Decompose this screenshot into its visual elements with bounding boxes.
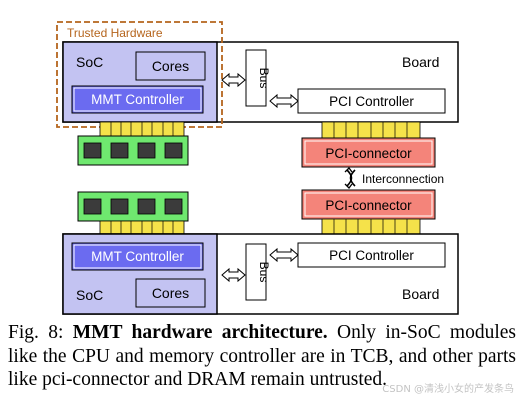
bottom-dram-pins — [99, 220, 185, 235]
bottom-dram-module — [77, 191, 189, 222]
top-dram-pins — [99, 121, 185, 137]
bottom-mmt-controller-label: MMT Controller — [91, 249, 184, 264]
dram-chip — [83, 142, 102, 159]
caption-fig-label: Fig. 8: — [8, 322, 64, 343]
top-mmt-controller-box — [71, 85, 204, 114]
top-mmt-controller-label: MMT Controller — [91, 92, 184, 107]
figure-caption: Fig. 8: MMT hardware architecture. Only … — [8, 321, 516, 392]
interconnection-icon — [346, 169, 353, 187]
dram-chip — [110, 142, 129, 159]
dram-chip — [83, 198, 102, 215]
top-dram-module — [77, 135, 189, 166]
dram-chip — [164, 142, 183, 159]
top-cores-label: Cores — [152, 58, 189, 74]
bottom-soc-bus-arrow — [221, 267, 246, 283]
top-bus-label: Bus — [257, 68, 271, 89]
top-cores-box — [135, 51, 206, 81]
bottom-soc: MMT Controller SoC Cores — [62, 233, 218, 315]
top-board-label: Board — [402, 54, 439, 70]
top-bus: Bus — [245, 49, 271, 107]
top-bus-box — [245, 49, 267, 107]
dram-chip — [110, 198, 129, 215]
top-pci-connector: PCI-connector — [301, 137, 436, 168]
top-soc-bus-arrow — [221, 72, 246, 88]
caption-title: MMT hardware architecture. — [72, 322, 328, 343]
bottom-pci-connector: PCI-connector — [301, 189, 436, 220]
bottom-pci-controller: PCI Controller — [297, 242, 446, 268]
bottom-board-label: Board — [402, 286, 439, 302]
bottom-bus-label: Bus — [257, 262, 271, 283]
bottom-bus: Bus — [245, 243, 271, 301]
bottom-bus-box — [245, 243, 267, 301]
bottom-mmt-controller-box — [71, 242, 204, 271]
top-pci-pins — [321, 121, 421, 139]
top-pci-connector-label: PCI-connector — [325, 146, 412, 161]
bottom-pci-pins — [321, 218, 421, 235]
dram-chip — [137, 198, 156, 215]
top-soc-label: SoC — [76, 54, 103, 70]
watermark: CSDN @清浅小女的产发条鸟 — [382, 384, 514, 395]
dram-chip — [164, 198, 183, 215]
top-pci-controller: PCI Controller — [297, 88, 446, 114]
interconnection-label: Interconnection — [362, 172, 444, 186]
caption-body: Only in-SoC modules like the CPU and mem… — [8, 322, 516, 390]
dram-chip — [137, 142, 156, 159]
bottom-pci-controller-label: PCI Controller — [329, 248, 414, 263]
bottom-pci-connector-label: PCI-connector — [325, 198, 412, 213]
top-soc: SoC Cores MMT Controller — [62, 41, 218, 123]
top-pci-controller-label: PCI Controller — [329, 94, 414, 109]
trusted-hardware-label: Trusted Hardware — [67, 26, 163, 40]
bottom-pci-connector-box — [301, 189, 436, 220]
bottom-soc-label: SoC — [76, 287, 103, 303]
top-pci-connector-box — [301, 137, 436, 168]
bottom-pci-controller-box — [297, 242, 446, 268]
top-pci-controller-box — [297, 88, 446, 114]
bottom-cores-label: Cores — [152, 285, 189, 301]
bottom-cores-box — [135, 278, 206, 308]
interconnection: Interconnection — [344, 167, 444, 189]
